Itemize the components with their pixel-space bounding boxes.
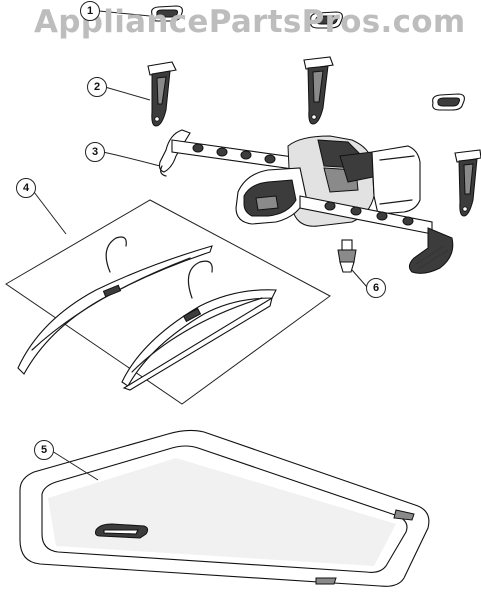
callout-4: 4	[16, 178, 36, 198]
leader-line-1	[98, 10, 151, 17]
grommet-part-1-left	[151, 5, 183, 22]
plug-part-6	[337, 239, 357, 273]
hangers-part-4	[5, 199, 331, 405]
leader-line-2	[104, 86, 151, 101]
dry-rack-part-3	[158, 129, 454, 274]
rack-clip-part-2-center	[303, 56, 334, 125]
rack-clip-part-2-right	[454, 149, 481, 217]
rack-clip-part-2-left	[147, 61, 177, 127]
callout-6: 6	[366, 278, 386, 298]
leader-line-6	[351, 269, 368, 288]
grommet-part-1-right	[432, 93, 465, 111]
callout-5: 5	[34, 440, 54, 460]
watermark-text: AppliancePartsPros.com	[34, 4, 466, 40]
leader-line-4	[33, 191, 67, 235]
leader-line-5	[51, 450, 99, 481]
callout-2: 2	[87, 77, 107, 97]
grommet-part-1-center	[310, 11, 343, 29]
frame-part-5	[19, 429, 430, 587]
callout-1: 1	[80, 1, 100, 21]
callout-3: 3	[85, 142, 105, 162]
leader-line-3	[102, 151, 161, 167]
